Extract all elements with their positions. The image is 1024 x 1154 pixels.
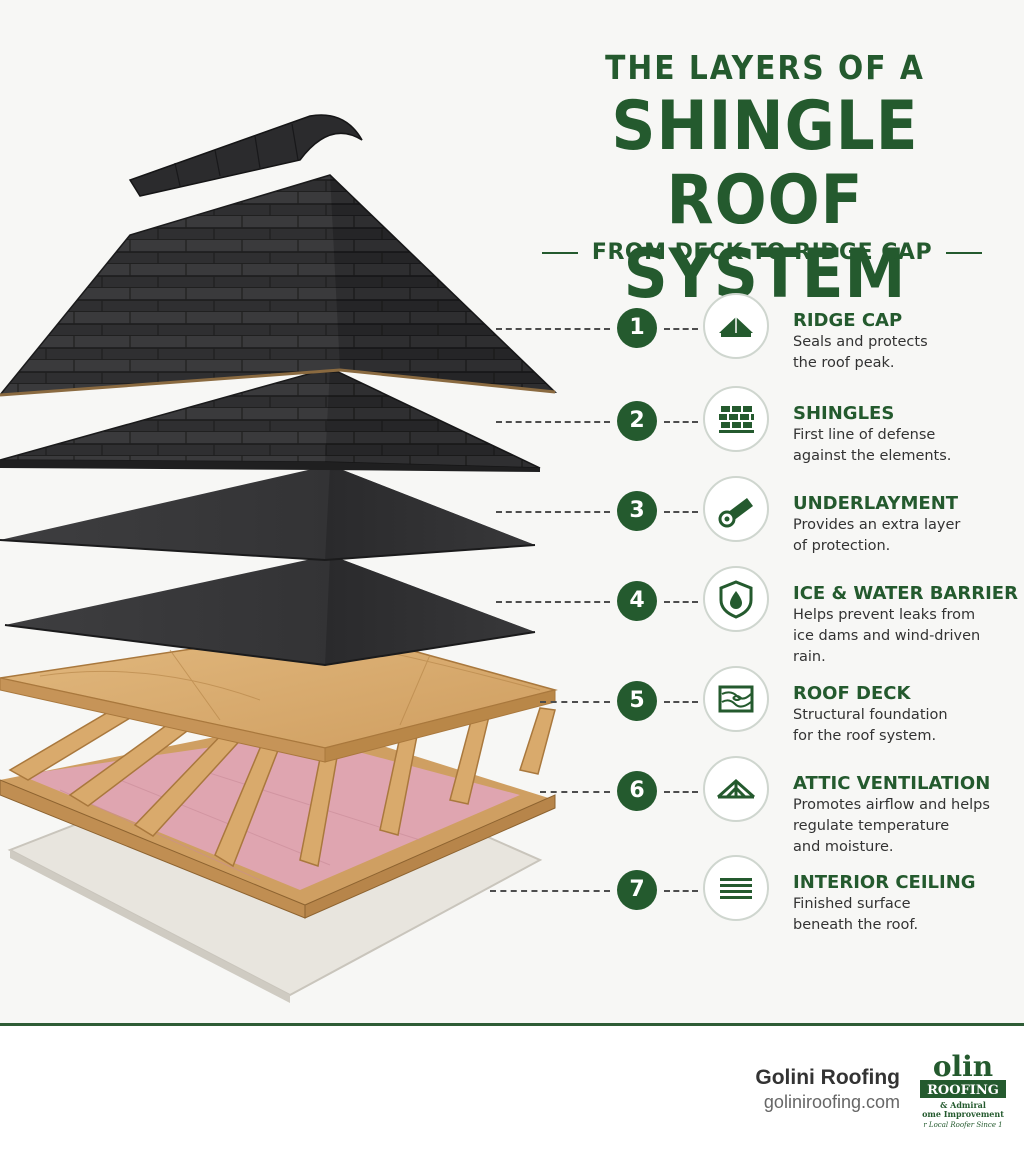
leader-line (490, 890, 610, 892)
company-name: Golini Roofing (755, 1066, 900, 1089)
ceiling-lines-icon (703, 855, 769, 921)
logo-main-text: olin (933, 1050, 993, 1083)
leader-line (496, 601, 610, 603)
leader-line (496, 511, 610, 513)
layer-row-underlayment: 3 UNDERLAYMENT Provides an extra layer o… (0, 476, 1024, 601)
logo-tagline: r Local Roofer Since 1 (923, 1121, 1002, 1129)
wood-grain-icon (703, 666, 769, 732)
layer-row-ice-water-barrier: 4 ICE & WATER BARRIER Helps prevent leak… (0, 566, 1024, 691)
layer-row-ridge-cap: 1 RIDGE CAP Seals and protects the roof … (0, 293, 1024, 418)
layer-number-badge: 5 (617, 681, 657, 721)
layer-desc-line: for the roof system. (793, 728, 937, 744)
layer-desc-line: the roof peak. (793, 355, 895, 371)
shingles-icon (703, 386, 769, 452)
truss-icon (703, 756, 769, 822)
shingles-layer (0, 367, 541, 472)
layer-name: ICE & WATER BARRIER (793, 583, 1018, 604)
subtitle: FROM DECK TO RIDGE CAP (591, 240, 933, 265)
layer-desc-line: Helps prevent leaks from (793, 607, 976, 623)
layer-text: INTERIOR CEILING Finished surface beneat… (793, 872, 1023, 936)
golini-logo: olin ROOFING & Admiral ome Improvement r… (920, 1050, 1006, 1129)
company-website[interactable]: goliniroofing.com (763, 1092, 900, 1112)
top-shingle-roof (0, 174, 558, 397)
layer-number-badge: 6 (617, 771, 657, 811)
roof-deck-layer (0, 627, 558, 763)
layer-desc-line: regulate temperature (793, 818, 950, 834)
layer-name: ROOF DECK (793, 683, 911, 704)
subtitle-rule-left (541, 251, 578, 254)
layer-number-badge: 4 (617, 581, 657, 621)
layer-text: UNDERLAYMENT Provides an extra layer of … (793, 493, 1023, 557)
leader-line (496, 421, 610, 423)
layer-desc-line: Structural foundation (793, 707, 948, 723)
logo-sub-text-1: & Admiral (940, 1100, 986, 1110)
roof-layers-illustration (0, 114, 558, 1003)
layer-name: SHINGLES (793, 403, 895, 424)
layer-text: ROOF DECK Structural foundation for the … (793, 683, 1023, 747)
layer-number-badge: 2 (617, 401, 657, 441)
underlayment-roll-icon (703, 476, 769, 542)
layer-number-badge: 7 (617, 870, 657, 910)
layer-text: SHINGLES First line of defense against t… (793, 403, 1023, 467)
layer-desc-line: ice dams and wind-driven (793, 628, 981, 644)
layer-desc-line: Promotes airflow and helps (793, 797, 990, 813)
ice-water-barrier-layer (4, 555, 536, 667)
layer-desc-line: of protection. (793, 538, 891, 554)
leader-line (664, 328, 698, 330)
leader-line (540, 791, 610, 793)
leader-line (664, 791, 698, 793)
footer-divider (0, 1023, 1024, 1026)
layer-row-roof-deck: 5 ROOF DECK Structural foundation for th… (0, 666, 1024, 791)
layer-desc-line: Seals and protects (793, 334, 928, 350)
leader-line (664, 701, 698, 703)
leader-line (496, 328, 610, 330)
layer-name: ATTIC VENTILATION (793, 773, 991, 794)
leader-line (664, 511, 698, 513)
layer-row-attic-ventilation: 6 ATTIC VENTILATION Promotes airflow and… (0, 756, 1024, 881)
logo-sub-text-2: ome Improvement (922, 1109, 1004, 1119)
leader-line (664, 890, 698, 892)
ridge-cap-piece (128, 114, 363, 197)
title-line-2: SHINGLE ROOF (611, 87, 919, 240)
logo-band-text: ROOFING (927, 1083, 999, 1098)
layer-text: RIDGE CAP Seals and protects the roof pe… (793, 310, 1023, 374)
subtitle-row: FROM DECK TO RIDGE CAP (541, 240, 983, 265)
title-block: THE LAYERS OF A SHINGLE ROOF SYSTEM (520, 48, 1010, 312)
leader-line (540, 701, 610, 703)
underlayment-layer (0, 465, 536, 562)
layer-desc-line: rain. (793, 649, 826, 665)
layer-text: ATTIC VENTILATION Promotes airflow and h… (793, 773, 1023, 858)
layer-desc-line: beneath the roof. (793, 917, 919, 933)
attic-ventilation-layer (0, 703, 556, 919)
ridge-cap-icon (703, 293, 769, 359)
footer (0, 1026, 1024, 1154)
shield-drop-icon (703, 566, 769, 632)
layer-text: ICE & WATER BARRIER Helps prevent leaks … (793, 583, 1023, 668)
layer-row-shingles: 2 SHINGLES First line of defense against… (0, 386, 1024, 511)
layer-desc-line: Finished surface (793, 896, 911, 912)
layer-desc-line: and moisture. (793, 839, 894, 855)
layer-desc-line: against the elements. (793, 448, 952, 464)
layer-name: RIDGE CAP (793, 310, 903, 331)
subtitle-rule-right (946, 251, 983, 254)
layer-row-interior-ceiling: 7 INTERIOR CEILING Finished surface bene… (0, 855, 1024, 980)
layer-name: INTERIOR CEILING (793, 872, 976, 893)
layer-name: UNDERLAYMENT (793, 493, 959, 514)
layer-number-badge: 3 (617, 491, 657, 531)
title-line-1: THE LAYERS OF A (605, 48, 925, 87)
leader-line (664, 421, 698, 423)
layer-desc-line: Provides an extra layer (793, 517, 961, 533)
leader-line (664, 601, 698, 603)
layer-desc-line: First line of defense (793, 427, 936, 443)
title-line-3: SYSTEM (623, 235, 907, 314)
layer-number-badge: 1 (617, 308, 657, 348)
